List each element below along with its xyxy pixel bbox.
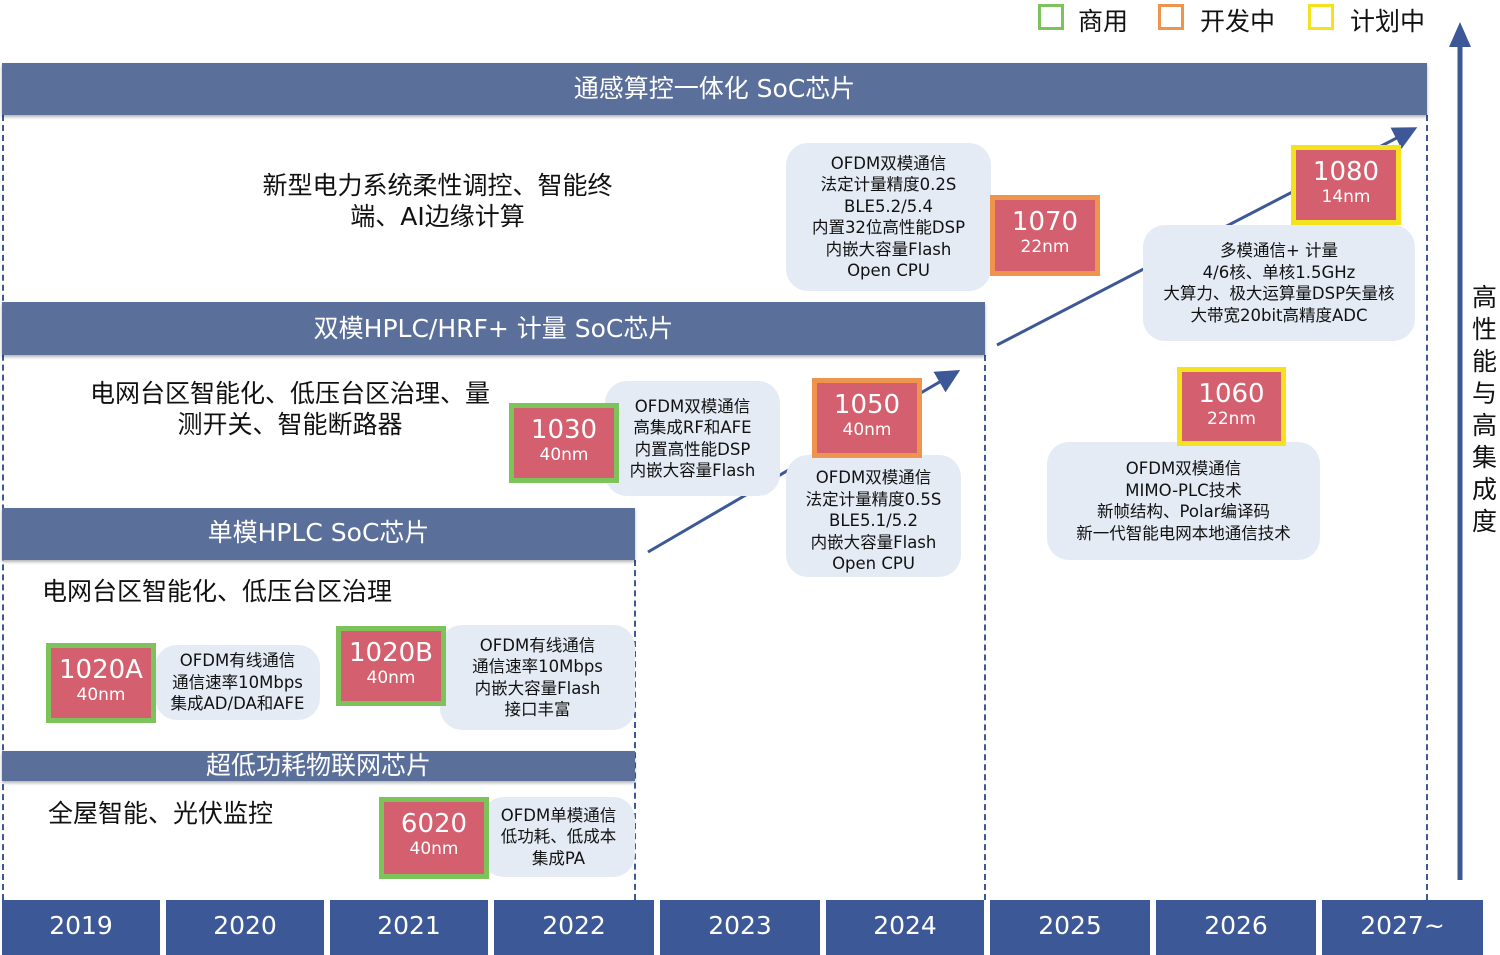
- year-2021: 2021: [330, 900, 488, 955]
- legend-developing: 开发中: [1200, 7, 1276, 36]
- application-text-3: 电网台区智能化、低压台区治理: [42, 577, 393, 606]
- year-2026: 2026: [1156, 900, 1316, 955]
- category-bar-single-mode-soc: 单模HPLC SoC芯片: [2, 508, 635, 560]
- category-bar-dual-mode-soc: 双模HPLC/HRF+ 计量 SoC芯片: [2, 302, 985, 355]
- year-2022: 2022: [494, 900, 654, 955]
- legend-commercial: 商用: [1078, 7, 1129, 36]
- chip-6020-features: OFDM单模通信低功耗、低成本集成PA: [482, 797, 635, 877]
- year-2023: 2023: [660, 900, 820, 955]
- application-text-4: 全屋智能、光伏监控: [48, 799, 274, 828]
- application-text-1: 新型电力系统柔性调控、智能终端、AI边缘计算: [262, 171, 613, 231]
- year-2024: 2024: [826, 900, 984, 955]
- year-2020: 2020: [166, 900, 324, 955]
- category-bar-integrated-soc: 通感算控一体化 SoC芯片: [2, 63, 1427, 115]
- category-bar-iot-chip: 超低功耗物联网芯片: [2, 751, 635, 781]
- legend-developing-swatch: [1158, 4, 1184, 30]
- year-2019: 2019: [2, 900, 160, 955]
- legend-commercial-swatch: [1038, 4, 1064, 30]
- legend-planned: 计划中: [1350, 7, 1426, 36]
- application-text-2: 电网台区智能化、低压台区治理、量测开关、智能断路器: [89, 379, 490, 439]
- year-2027: 2027~: [1322, 900, 1483, 955]
- axis-label: 高性能与高集成度: [1472, 283, 1498, 536]
- year-2025: 2025: [990, 900, 1150, 955]
- legend-planned-swatch: [1308, 4, 1334, 30]
- up-arrow-icon: [1449, 22, 1471, 880]
